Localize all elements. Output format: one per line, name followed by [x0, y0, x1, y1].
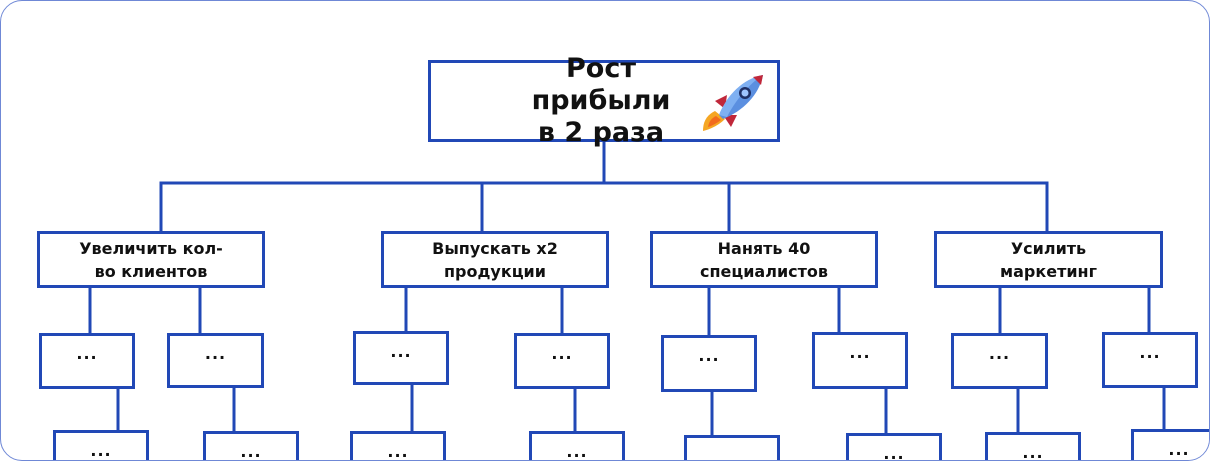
placeholder-node: ...	[350, 431, 446, 460]
placeholder-node: ...	[812, 332, 908, 389]
level2-node: Выпускать х2 продукции	[381, 231, 609, 288]
level2-node: Усилить маркетинг	[934, 231, 1163, 288]
placeholder-node: ...	[529, 431, 625, 460]
placeholder-node: ...	[353, 331, 449, 385]
level2-node: Увеличить кол- во клиентов	[37, 231, 265, 288]
level2-node: Нанять 40 специалистов	[650, 231, 878, 288]
root-label: Рост прибыли в 2 раза	[531, 53, 671, 148]
placeholder-node: ...	[661, 335, 757, 392]
placeholder-node: ...	[985, 432, 1081, 460]
placeholder-node: ...	[53, 430, 149, 460]
rocket-icon	[703, 75, 763, 131]
placeholder-node: ...	[846, 433, 942, 460]
placeholder-node: ...	[39, 333, 135, 389]
placeholder-node: ...	[203, 431, 299, 460]
root-node: Рост прибыли в 2 раза	[428, 53, 780, 148]
placeholder-node: ...	[1102, 332, 1198, 388]
placeholder-node: ...	[514, 333, 610, 389]
placeholder-node: ...	[1131, 429, 1209, 460]
placeholder-node: ...	[684, 435, 780, 460]
placeholder-node: ...	[167, 333, 264, 388]
placeholder-node: ...	[951, 333, 1048, 389]
